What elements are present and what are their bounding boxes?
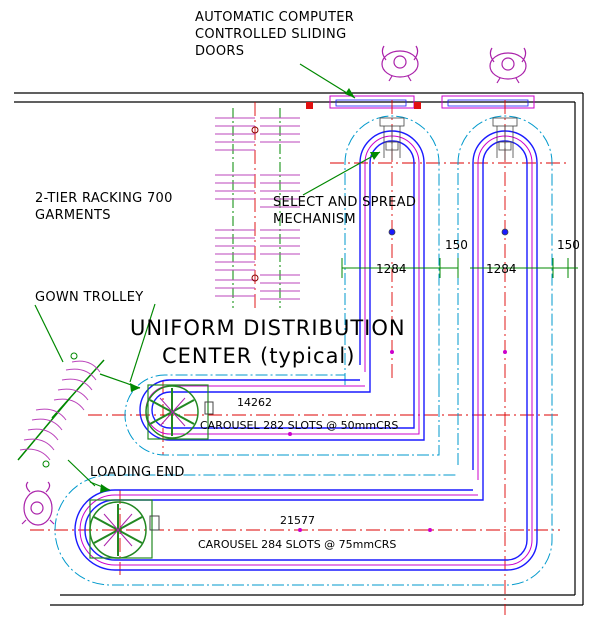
operator-figure-bottom-left [21, 481, 55, 526]
dim-width-a: 1284 [376, 262, 407, 276]
dimension-lines [341, 258, 578, 278]
select-spread-mechanism-1 [379, 117, 405, 236]
building-walls [14, 92, 584, 606]
carousel-1-length: 14262 [237, 396, 272, 409]
operator-figure-top-left [381, 45, 419, 82]
sliding-doors [306, 95, 535, 109]
dim-width-b: 1284 [486, 262, 517, 276]
carousel-track-1 [139, 130, 425, 441]
select-spread-mechanism-2 [492, 117, 518, 236]
carousel-1-description: CAROUSEL 282 SLOTS @ 50mmCRS [200, 419, 398, 432]
racking-label-line1: 2-TIER RACKING 700 [35, 191, 173, 206]
dim-gap-a: 150 [445, 238, 468, 252]
arrow-heads [100, 88, 380, 493]
loading-end-label: LOADING END [90, 465, 185, 480]
track-markers [288, 350, 507, 532]
dim-gap-b: 150 [557, 238, 580, 252]
racking-label-line2: GARMENTS [35, 208, 111, 223]
carousel-2-length: 21577 [280, 514, 315, 527]
two-tier-racking [215, 108, 300, 308]
center-title-line2: CENTER (typical) [162, 344, 355, 368]
center-title-line1: UNIFORM DISTRIBUTION [130, 316, 406, 340]
select-label-line2: MECHANISM [273, 212, 356, 227]
doors-label-line1: AUTOMATIC COMPUTER [195, 10, 354, 25]
doors-label-line3: DOORS [195, 44, 244, 59]
gown-trolley-label: GOWN TROLLEY [35, 290, 143, 305]
select-label-line1: SELECT AND SPREAD [273, 195, 416, 210]
gown-trolley-2 [17, 397, 71, 468]
operator-figure-top-right [489, 47, 527, 84]
carousel-2-description: CAROUSEL 284 SLOTS @ 75mmCRS [198, 538, 396, 551]
doors-label-line2: CONTROLLED SLIDING [195, 27, 346, 42]
loading-machine-1 [145, 384, 214, 440]
gown-trolley-1 [51, 352, 105, 419]
loading-machine-2 [89, 499, 160, 559]
